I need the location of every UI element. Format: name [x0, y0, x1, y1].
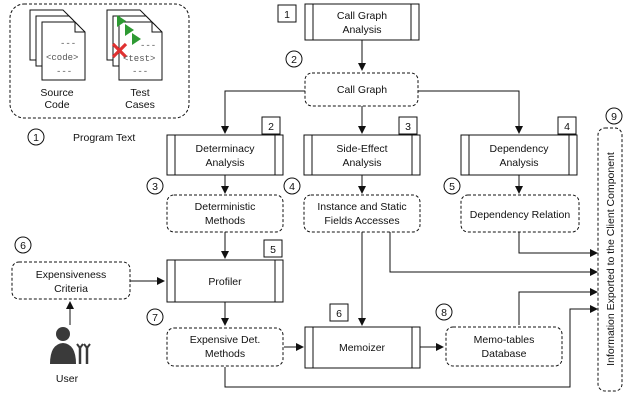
profiler-box: 5 Profiler	[166, 239, 284, 303]
deterministic-methods-label-2: Methods	[205, 215, 245, 227]
user-icon	[50, 327, 91, 364]
test-cases-dash: ---	[140, 41, 156, 51]
step-number: 5	[270, 244, 276, 256]
step-badge-program-text	[27, 128, 45, 146]
expensive-det-methods-box: 7 Expensive Det. Methods	[146, 308, 284, 367]
memoizer-label: Memoizer	[339, 342, 386, 354]
expensive-det-methods-label-1: Expensive Det.	[190, 334, 261, 346]
step-number: 6	[336, 308, 342, 320]
step-number: 1	[284, 9, 290, 21]
step-badge	[329, 303, 349, 322]
step-badge	[398, 116, 418, 135]
program-text-group: --- <code> --- Source Code --- <test> --…	[9, 3, 190, 146]
step-badge	[277, 4, 297, 23]
line-expmethods-to-export	[224, 305, 598, 388]
test-cases-label-2: Cases	[125, 99, 155, 111]
source-code-label-1: Source	[40, 87, 73, 99]
source-code-label-2: Code	[44, 99, 69, 111]
profiler-label: Profiler	[208, 276, 242, 288]
dependency-relation-box: 5 Dependency Relation	[443, 177, 580, 233]
step-badge	[443, 177, 461, 195]
memoizer-box: 6 Memoizer	[304, 303, 421, 369]
deterministic-methods-box: 3 Deterministic Methods	[146, 177, 284, 233]
dependency-analysis-box: 4 Dependency Analysis	[460, 116, 578, 176]
call-graph-analysis-box: 1 Call Graph Analysis	[277, 3, 420, 41]
step-number: 9	[611, 111, 617, 123]
expensiveness-criteria-label-2: Criteria	[54, 283, 88, 295]
source-code-dash-2: ---	[56, 67, 72, 77]
green-flag-icon	[132, 33, 141, 45]
memo-tables-label-2: Database	[482, 348, 527, 360]
memo-tables-box: 8 Memo-tables Database	[435, 303, 563, 367]
connectors	[66, 40, 598, 388]
source-code-icon: --- <code> ---	[29, 9, 86, 81]
step-number: 3	[405, 121, 411, 133]
dependency-analysis-label-2: Analysis	[499, 157, 538, 169]
side-effect-analysis-label-2: Analysis	[342, 157, 381, 169]
step-number: 1	[33, 132, 39, 144]
line-fields-to-export	[389, 232, 598, 276]
step-number: 3	[152, 181, 158, 193]
step-badge	[557, 116, 577, 135]
determinacy-analysis-label-1: Determinacy	[196, 143, 256, 155]
step-badge	[146, 308, 164, 326]
step-number: 8	[441, 307, 447, 319]
call-graph-analysis-label-2: Analysis	[342, 24, 381, 36]
test-cases-snippet: <test>	[123, 54, 155, 64]
arrow-callgraph-to-dependency	[418, 90, 523, 134]
step-badge	[435, 303, 453, 321]
green-flag-icon	[117, 15, 126, 27]
step-badge	[263, 239, 283, 258]
call-graph-analysis-label-1: Call Graph	[337, 10, 387, 22]
step-badge	[285, 50, 303, 68]
dependency-analysis-label-1: Dependency	[490, 143, 550, 155]
instance-static-fields-label-1: Instance and Static	[317, 201, 406, 213]
tools-icon	[76, 343, 91, 364]
step-badge	[605, 107, 623, 125]
test-cases-dash-2: ---	[132, 67, 148, 77]
step-number: 2	[291, 54, 297, 66]
determinacy-analysis-box: 2 Determinacy Analysis	[166, 116, 284, 176]
green-flag-icon	[125, 24, 134, 36]
source-code-snippet: <code>	[46, 53, 78, 63]
side-effect-analysis-label-1: Side-Effect	[336, 143, 387, 155]
client-export-label: Information Exported to the Client Compo…	[605, 152, 617, 366]
user-label: User	[56, 373, 79, 385]
determinacy-analysis-label-2: Analysis	[205, 157, 244, 169]
expensiveness-criteria-box: 6 Expensiveness Criteria	[11, 236, 131, 300]
arrow-callgraph-to-determinacy	[221, 90, 305, 134]
step-number: 4	[289, 181, 295, 193]
side-effect-analysis-box: 3 Side-Effect Analysis	[303, 116, 421, 176]
dependency-relation-label: Dependency Relation	[470, 209, 571, 221]
instance-static-fields-label-2: Fields Accesses	[324, 215, 399, 227]
step-number: 6	[20, 240, 26, 252]
red-cross-icon	[111, 42, 128, 59]
source-code-dash: ---	[60, 39, 76, 49]
memo-tables-label-1: Memo-tables	[474, 334, 535, 346]
step-badge	[14, 236, 32, 254]
step-number: 2	[268, 121, 274, 133]
test-cases-icon: --- <test> ---	[106, 9, 163, 81]
step-badge	[146, 177, 164, 195]
step-number: 4	[564, 121, 570, 133]
line-relation-to-export	[518, 232, 598, 257]
client-export-box: 9 Information Exported to the Client Com…	[597, 107, 623, 392]
call-graph-label: Call Graph	[337, 84, 387, 96]
expensive-det-methods-label-2: Methods	[205, 348, 245, 360]
step-number: 7	[152, 312, 158, 324]
instance-static-fields-box: 4 Instance and Static Fields Accesses	[283, 177, 421, 233]
step-badge	[261, 116, 281, 135]
expensiveness-criteria-label-1: Expensiveness	[36, 269, 107, 281]
step-badge	[283, 177, 301, 195]
call-graph-box: 2 Call Graph	[285, 50, 419, 107]
step-number: 5	[449, 181, 455, 193]
line-memotables-to-export	[518, 288, 598, 325]
deterministic-methods-label-1: Deterministic	[195, 201, 256, 213]
test-cases-label-1: Test	[130, 87, 149, 99]
program-text-label: Program Text	[73, 132, 135, 144]
